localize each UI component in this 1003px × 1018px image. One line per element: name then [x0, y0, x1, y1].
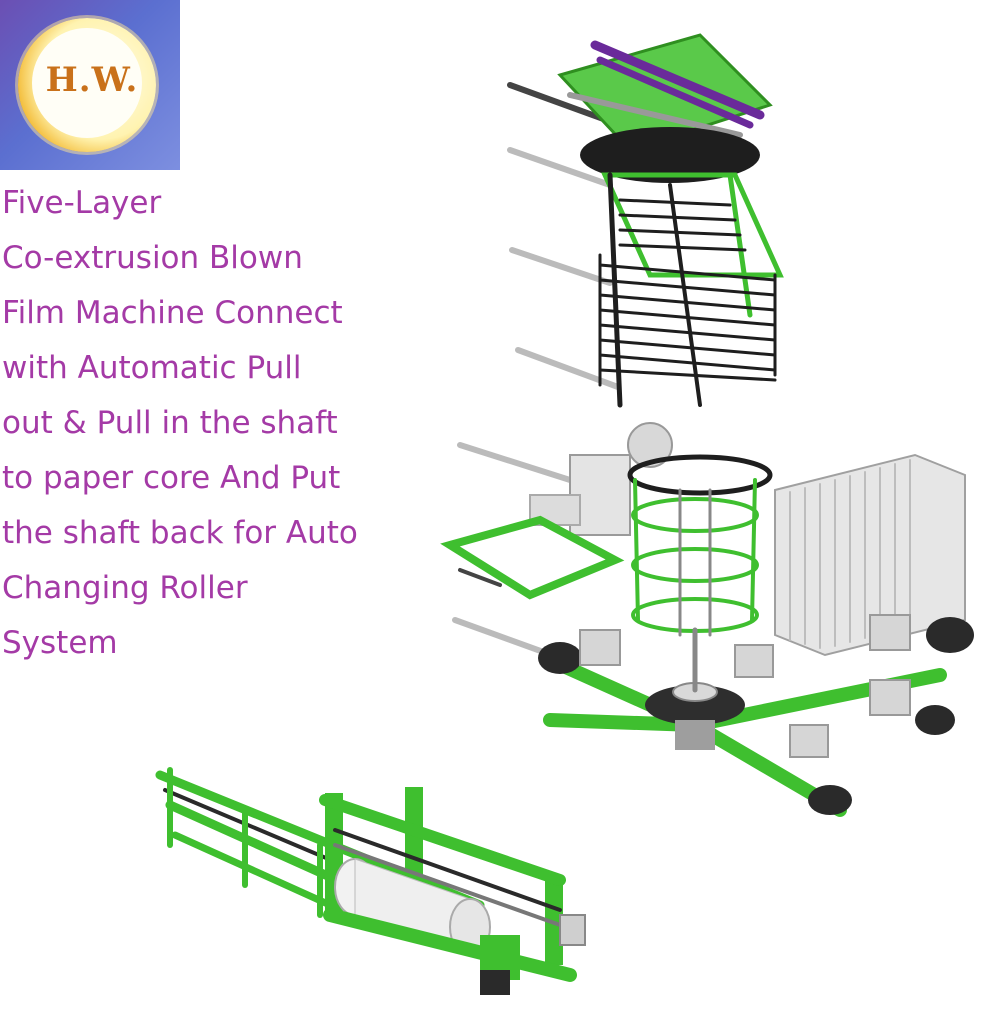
headline-line: to paper core And Put: [2, 460, 341, 496]
logo-inner-circle: [32, 28, 142, 138]
headline-line: Film Machine Connect: [2, 295, 343, 331]
headline-line: Co-extrusion Blown: [2, 240, 303, 276]
headline-line: System: [2, 625, 118, 661]
logo-text: H.W.: [45, 60, 139, 100]
headline-line: Changing Roller: [2, 570, 248, 606]
rotating-die-extruder-machine: [440, 422, 974, 817]
headline-line: the shaft back for Auto: [2, 515, 358, 551]
headline: Five-Layer Co-extrusion Blown Film Machi…: [2, 176, 452, 671]
headline-line: Five-Layer: [2, 185, 162, 221]
haul-off-tower-machine: [507, 33, 784, 408]
auto-changing-winder-machine: [155, 767, 586, 995]
headline-line: with Automatic Pull: [2, 350, 302, 386]
headline-line: out & Pull in the shaft: [2, 405, 338, 441]
company-logo: H.W.: [0, 0, 180, 170]
